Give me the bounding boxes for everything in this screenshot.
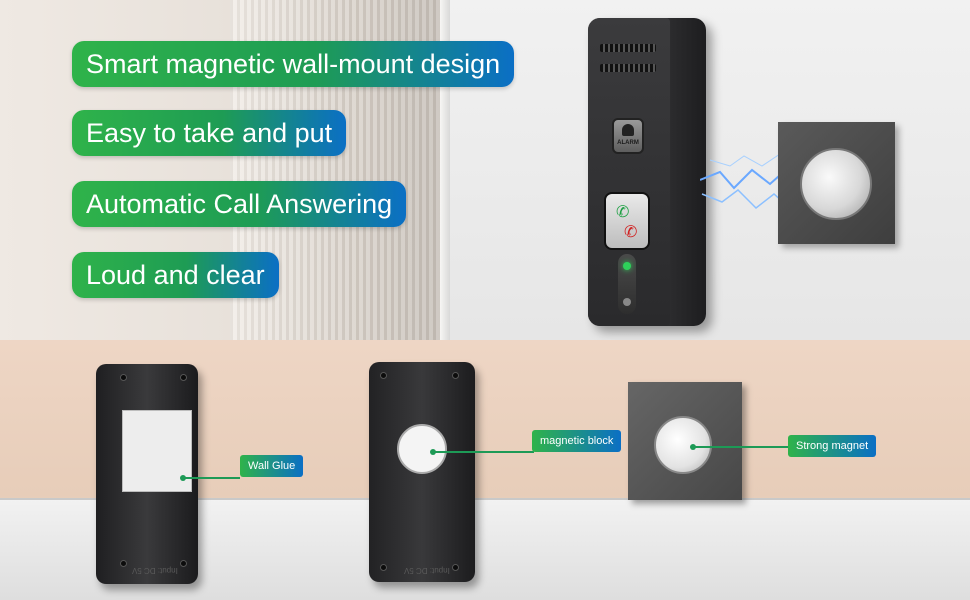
speaker-grille (600, 64, 656, 72)
call-button: ✆ ✆ (604, 192, 650, 250)
magnet-disc (800, 148, 872, 220)
screw (120, 374, 127, 381)
led-strip (618, 254, 636, 314)
alarm-button: ALARM (612, 118, 644, 154)
callout-dot (430, 449, 436, 455)
strong-magnet-disc (654, 416, 712, 474)
magnetic-block-disc (397, 424, 447, 474)
speaker-grille (600, 44, 656, 52)
microphone-hole (623, 298, 631, 306)
feature-pill-easy-take-put: Easy to take and put (72, 110, 347, 156)
feature-pill-loud-clear: Loud and clear (72, 252, 279, 298)
feature-pill-magnetic-mount: Smart magnetic wall-mount design (72, 41, 515, 87)
callout-line (434, 451, 534, 453)
wall-edge (440, 0, 450, 340)
screw (120, 560, 127, 567)
status-led (623, 262, 631, 270)
strong-magnet-tag: Strong magnet (788, 435, 877, 457)
screw (452, 564, 459, 571)
screw (452, 372, 459, 379)
callout-dot (690, 444, 696, 450)
screw (180, 374, 187, 381)
screw (180, 560, 187, 567)
screw (380, 564, 387, 571)
bell-icon (622, 124, 634, 136)
input-label: Input: DC 5V (404, 566, 450, 575)
feature-pill-auto-answer: Automatic Call Answering (72, 181, 407, 227)
input-label: Input: DC 5V (132, 566, 178, 575)
screw (380, 372, 387, 379)
shelf-edge (0, 498, 970, 500)
alarm-label: ALARM (617, 140, 639, 146)
callout-dot (180, 475, 186, 481)
magnetic-block-tag: magnetic block (532, 430, 622, 452)
callout-line (694, 446, 790, 448)
phone-answer-icon: ✆ (616, 204, 630, 221)
wall-glue-tag: Wall Glue (240, 455, 304, 477)
phone-hangup-icon: ✆ (624, 224, 638, 241)
callout-line (184, 477, 240, 479)
